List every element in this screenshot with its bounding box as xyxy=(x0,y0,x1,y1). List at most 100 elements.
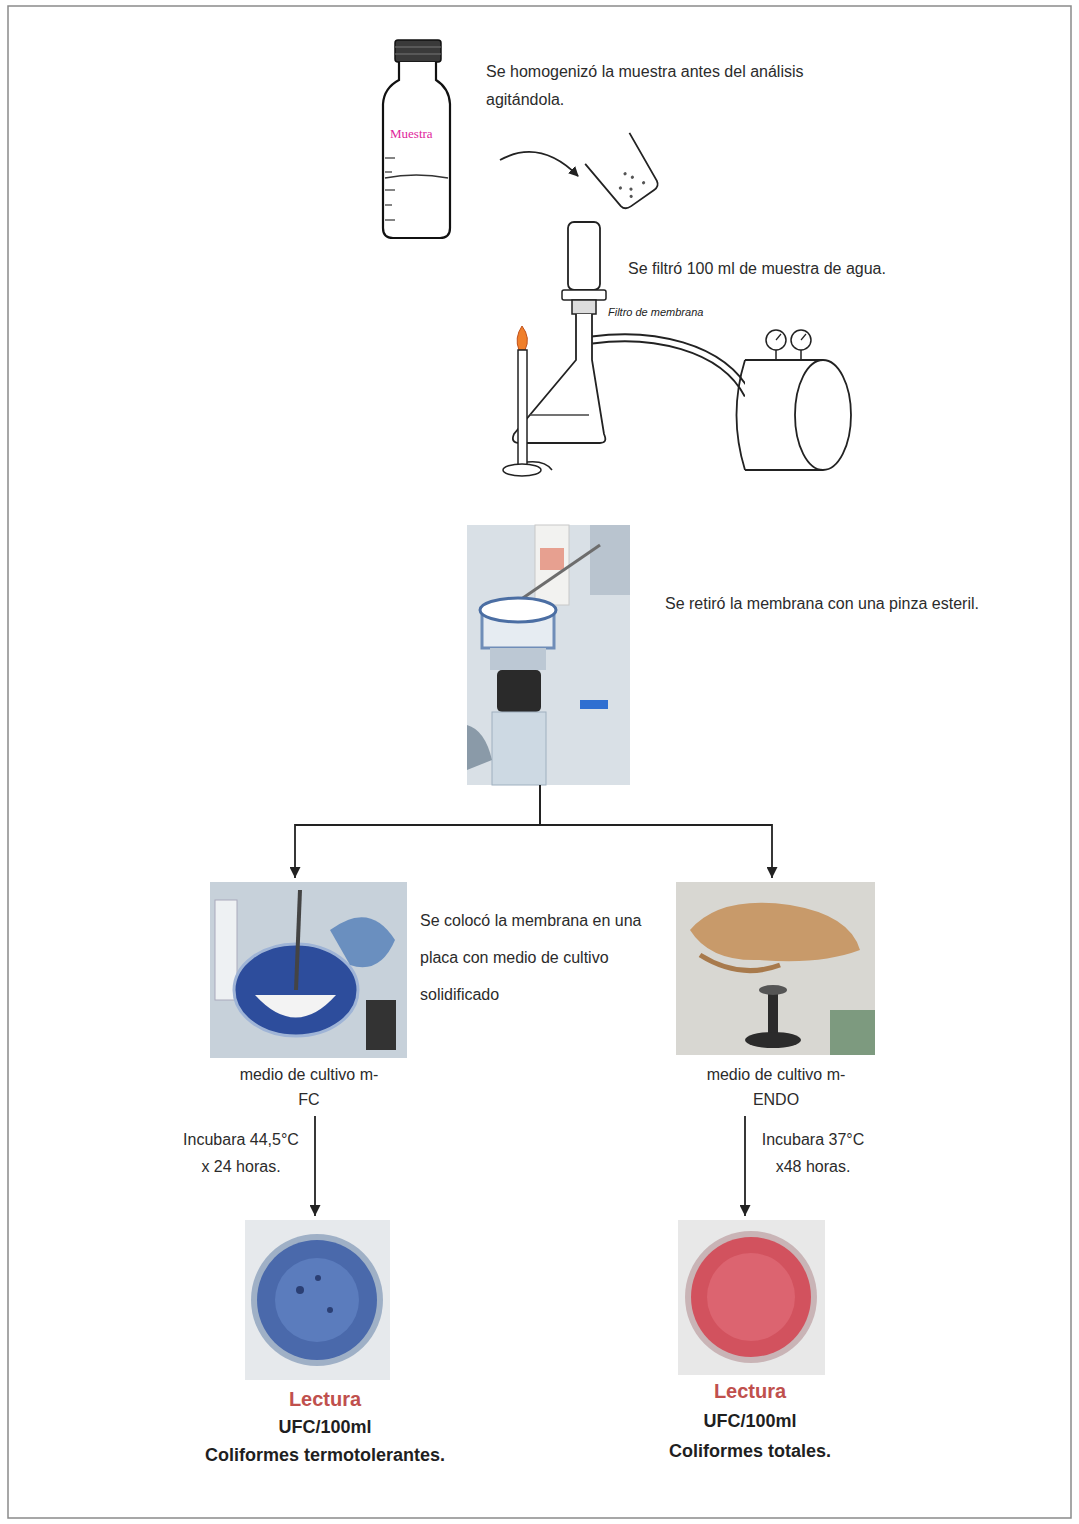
filter-holder xyxy=(562,290,606,300)
pump-end xyxy=(795,360,851,470)
photo-membrane xyxy=(480,598,556,622)
graduation-mark xyxy=(385,204,392,205)
vacuum-tube xyxy=(592,338,748,395)
edge-label: Incubara 37°C x48 horas. xyxy=(758,1126,868,1180)
flow-arrow xyxy=(295,785,540,878)
pressure-gauge xyxy=(791,330,811,350)
result-heading: Lectura xyxy=(160,1386,490,1412)
photo-colony xyxy=(327,1307,333,1313)
pump-outline xyxy=(745,359,823,361)
photo-glove xyxy=(467,725,492,770)
photo-forceps xyxy=(296,890,300,990)
photo-burner xyxy=(768,990,778,1035)
photo-colony xyxy=(315,1275,321,1281)
photo-filter-base xyxy=(490,648,546,670)
bottle-label: Muestra xyxy=(390,126,448,142)
edge-label: Incubara 44,5°C x 24 horas. xyxy=(182,1126,300,1180)
photo-burner-base xyxy=(745,1032,801,1048)
stopper xyxy=(572,300,596,314)
particle-dot xyxy=(623,172,627,176)
medium-name: medio de cultivo m-ENDO xyxy=(696,1062,856,1112)
photo-burner-top xyxy=(759,985,787,995)
culture-plate: medio de cultivo m-FC xyxy=(205,878,413,1116)
glass-figure xyxy=(585,133,664,214)
result-unit: UFC/100ml xyxy=(160,1414,490,1440)
flow-arrow xyxy=(744,1116,746,1216)
photo-colony xyxy=(296,1286,304,1294)
pour-arrow xyxy=(500,152,578,176)
step-text: Se filtró 100 ml de muestra de agua. xyxy=(628,255,958,283)
gauge-stem xyxy=(800,350,802,360)
photo-red-culture xyxy=(691,1237,811,1357)
graduation-mark xyxy=(385,189,395,190)
photo-tape xyxy=(580,700,608,709)
step-text: Se colocó la membrana en una placa con m… xyxy=(420,902,665,1013)
photo-object xyxy=(366,1000,396,1050)
result-name: Coliformes termotolerantes. xyxy=(160,1442,490,1468)
photo-background-object xyxy=(590,525,630,595)
flow-arrow xyxy=(314,1116,316,1216)
particle-dot xyxy=(629,194,633,198)
photo-background xyxy=(210,882,407,1058)
result-unit: UFC/100ml xyxy=(600,1408,900,1434)
photo-finger xyxy=(700,955,780,971)
graduation-mark xyxy=(385,157,395,158)
pressure-gauge xyxy=(766,330,786,350)
graduation-mark xyxy=(385,171,392,172)
photo-bottle-label xyxy=(540,548,564,570)
photo-stopper xyxy=(497,670,541,712)
cap-rim xyxy=(395,47,441,48)
photo-blue-culture xyxy=(257,1240,377,1360)
glass-outline xyxy=(585,133,664,214)
photo-background xyxy=(245,1220,390,1380)
particle-dot xyxy=(629,187,633,191)
photo-glove xyxy=(330,917,395,967)
particle-dot xyxy=(630,175,634,179)
cap-rim xyxy=(395,54,441,55)
result-name: Coliformes totales. xyxy=(600,1438,900,1464)
result-plate: LecturaUFC/100mlColiformes totales. xyxy=(600,1216,900,1468)
step-text: Se homogenizó la muestra antes del análi… xyxy=(486,58,826,114)
burner-flame xyxy=(517,326,527,350)
photo-membrane xyxy=(707,1253,795,1341)
gauge-needle xyxy=(776,334,781,340)
photo-object xyxy=(830,1010,875,1055)
photo-dish-rim xyxy=(251,1234,383,1366)
liquid-level xyxy=(530,414,589,415)
photo-dish-rim xyxy=(685,1231,817,1363)
step-caption: Se homogenizó la muestra antes del análi… xyxy=(486,58,826,116)
medium-name: medio de cultivo m-FC xyxy=(229,1062,389,1112)
photo-hand xyxy=(690,903,860,961)
burner-tube xyxy=(518,350,527,468)
culture-plate: medio de cultivo m-ENDO xyxy=(670,878,882,1116)
result-plate: LecturaUFC/100mlColiformes termotolerant… xyxy=(160,1216,490,1474)
photo-step: Se retiró la membrana con una pinza este… xyxy=(462,520,1002,785)
photo-bottle xyxy=(535,525,569,605)
bottle-outline xyxy=(383,62,450,238)
pump-outline xyxy=(737,360,746,470)
part-label: Filtro de membrana xyxy=(608,305,738,319)
burner-base xyxy=(503,464,541,476)
pump-outline xyxy=(745,469,823,471)
vacuum-tube xyxy=(592,338,748,395)
photo-forceps xyxy=(520,545,600,600)
step-caption: Se filtró 100 ml de muestra de agua. xyxy=(628,255,958,285)
result-heading: Lectura xyxy=(600,1378,900,1404)
flow-arrow xyxy=(540,785,772,878)
particle-dot xyxy=(641,181,645,185)
liquid-level xyxy=(385,175,448,178)
page-frame xyxy=(8,6,1071,1518)
filter-funnel xyxy=(568,222,600,290)
graduation-mark xyxy=(385,219,395,220)
photo-flask xyxy=(492,712,546,785)
gas-hose xyxy=(527,462,552,470)
photo-membrane xyxy=(255,995,336,1018)
gauge-needle xyxy=(801,334,806,340)
gauge-stem xyxy=(775,350,777,360)
step-text: Se retiró la membrana con una pinza este… xyxy=(665,590,1000,618)
bottle-cap xyxy=(395,40,441,62)
photo-background xyxy=(676,882,875,1055)
photo-background xyxy=(678,1220,825,1375)
